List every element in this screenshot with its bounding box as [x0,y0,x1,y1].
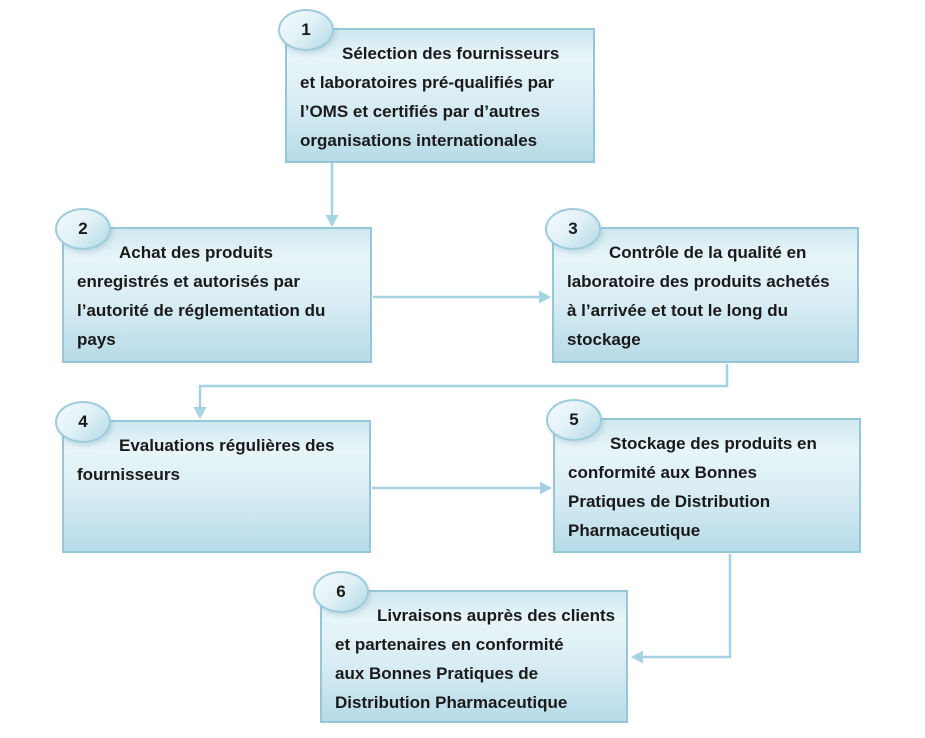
step-1-number-badge: 1 [278,9,334,51]
connector-line [643,554,732,659]
arrowhead-right-icon [540,481,552,495]
step-box-3: 3 Contrôle de la qualité en laboratoire … [545,208,859,363]
connector-step5-to-step6 [631,554,732,664]
arrowhead-down-icon [325,215,339,227]
step-4-number-badge: 4 [55,401,111,443]
step-box-1: 1 Sélection des fournisseurs et laborato… [278,9,595,163]
step-2-number-badge: 2 [55,208,111,250]
step-box-2: 2 Achat des produits enregistrés et auto… [55,208,372,363]
step-2-text: Achat des produits enregistrés et autori… [77,243,326,349]
step-1-text: Sélection des fournisseurs et laboratoir… [300,44,560,150]
step-6-number-badge: 6 [313,571,369,613]
arrowhead-right-icon [539,290,551,304]
step-4-text: Evaluations régulières des fournisseurs [77,436,335,484]
step-6-text: Livraisons auprès des clients et partena… [335,606,616,712]
step-5-number-badge: 5 [546,399,602,441]
connector-step3-to-step4 [193,364,729,419]
connector-step4-to-step5 [372,481,552,495]
step-box-6: 6 Livraisons auprès des clients et parte… [313,571,628,723]
arrowhead-left-icon [631,650,643,664]
step-box-5: 5 Stockage des produits en conformité au… [546,399,861,553]
step-3-number-badge: 3 [545,208,601,250]
step-5-text: Stockage des produits en conformité aux … [568,434,817,540]
connector-step1-to-step2 [325,163,339,227]
step-box-4: 4 Evaluations régulières des fournisseur… [55,401,371,553]
connector-line [198,364,729,407]
arrowhead-down-icon [193,407,207,419]
connector-step2-to-step3 [373,290,551,304]
step-3-text: Contrôle de la qualité en laboratoire de… [567,243,830,349]
